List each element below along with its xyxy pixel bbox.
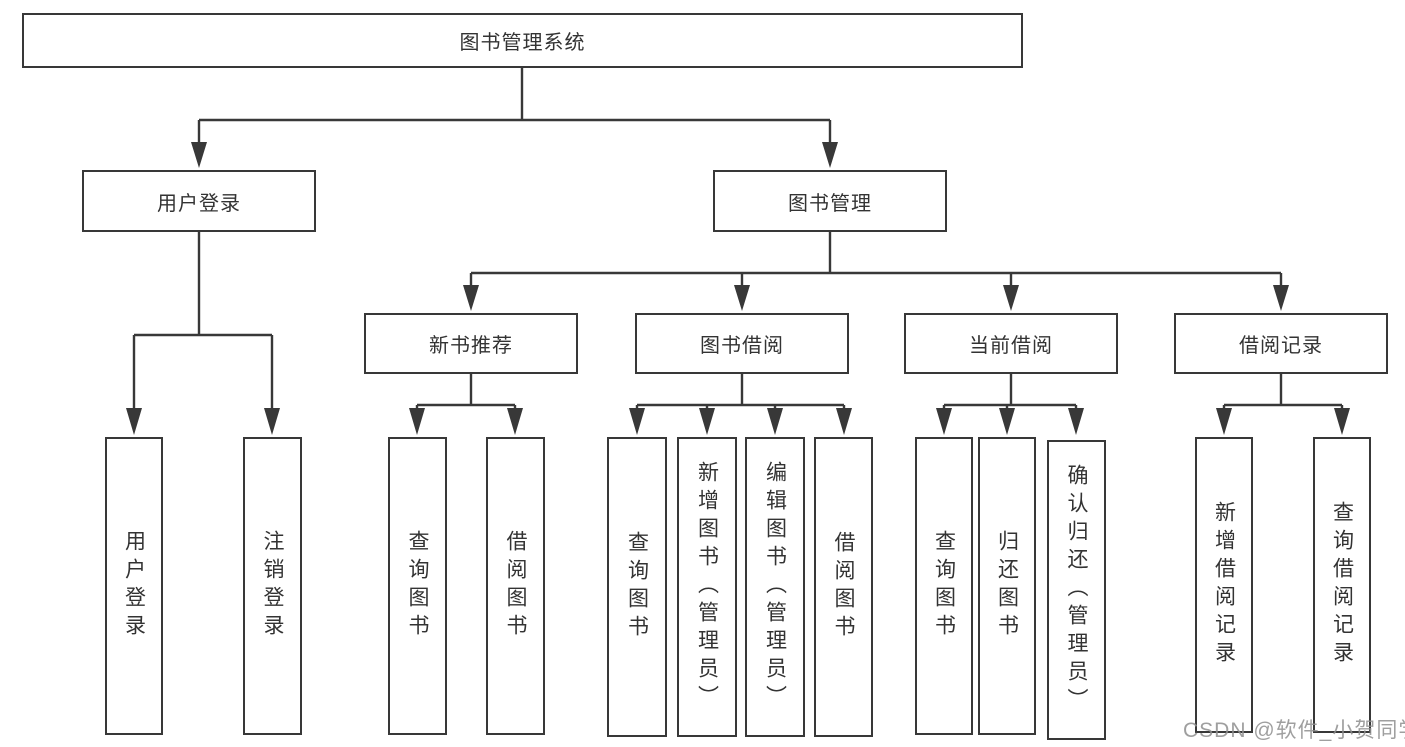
node-label: 新增图书（管理员） bbox=[695, 461, 719, 713]
node-borrow-book-leaf: 借阅图书 bbox=[814, 437, 873, 737]
node-user-login-leaf: 用户登录 bbox=[105, 437, 163, 735]
connector-lines bbox=[132, 68, 1344, 409]
csdn-watermark: CSDN @软件_小贺同学 bbox=[1183, 719, 1405, 742]
node-label: 用户登录 bbox=[122, 530, 146, 642]
node-label: 查询图书 bbox=[406, 530, 429, 642]
node-confirm-return-admin: 确认归还（管理员） bbox=[1047, 440, 1106, 740]
node-query-book-current: 查询图书 bbox=[915, 437, 973, 735]
node-label: 查询图书 bbox=[625, 531, 649, 643]
node-logout-leaf: 注销登录 bbox=[243, 437, 302, 735]
node-label: 图书借阅 bbox=[700, 335, 784, 357]
node-label: 查询图书 bbox=[932, 530, 956, 642]
node-library-management-system: 图书管理系统 bbox=[22, 13, 1023, 68]
node-label: 当前借阅 bbox=[969, 335, 1053, 357]
node-new-book-recommendation: 新书推荐 bbox=[364, 313, 578, 374]
node-query-book-borrowing: 查询图书 bbox=[607, 437, 667, 737]
node-label: 图书管理 bbox=[788, 192, 872, 215]
node-label: 图书管理系统 bbox=[459, 32, 586, 54]
node-label: 注销登录 bbox=[261, 530, 284, 642]
node-query-borrow-record: 查询借阅记录 bbox=[1313, 437, 1371, 733]
node-label: 查询借阅记录 bbox=[1330, 501, 1354, 669]
node-borrowing-records: 借阅记录 bbox=[1174, 313, 1388, 374]
node-add-borrow-record: 新增借阅记录 bbox=[1195, 437, 1253, 733]
node-add-book-admin: 新增图书（管理员） bbox=[677, 437, 737, 737]
node-label: 新增借阅记录 bbox=[1212, 501, 1236, 669]
node-label: 确认归还（管理员） bbox=[1065, 464, 1088, 716]
node-book-management-branch: 图书管理 bbox=[713, 170, 947, 232]
node-label: 用户登录 bbox=[157, 192, 241, 215]
node-label: 编辑图书（管理员） bbox=[763, 461, 787, 713]
node-label: 归还图书 bbox=[995, 530, 1019, 642]
node-label: 借阅图书 bbox=[832, 531, 855, 643]
node-book-borrowing: 图书借阅 bbox=[635, 313, 849, 374]
node-label: 借阅记录 bbox=[1239, 335, 1323, 357]
node-user-login-branch: 用户登录 bbox=[82, 170, 316, 232]
node-query-book-recommend: 查询图书 bbox=[388, 437, 447, 735]
node-label: 新书推荐 bbox=[429, 335, 513, 357]
node-edit-book-admin: 编辑图书（管理员） bbox=[745, 437, 805, 737]
node-current-borrowing: 当前借阅 bbox=[904, 313, 1118, 374]
node-return-book: 归还图书 bbox=[978, 437, 1036, 735]
node-label: 借阅图书 bbox=[504, 530, 527, 642]
node-borrow-book-recommend: 借阅图书 bbox=[486, 437, 545, 735]
arrowhead-icons bbox=[126, 142, 1350, 435]
